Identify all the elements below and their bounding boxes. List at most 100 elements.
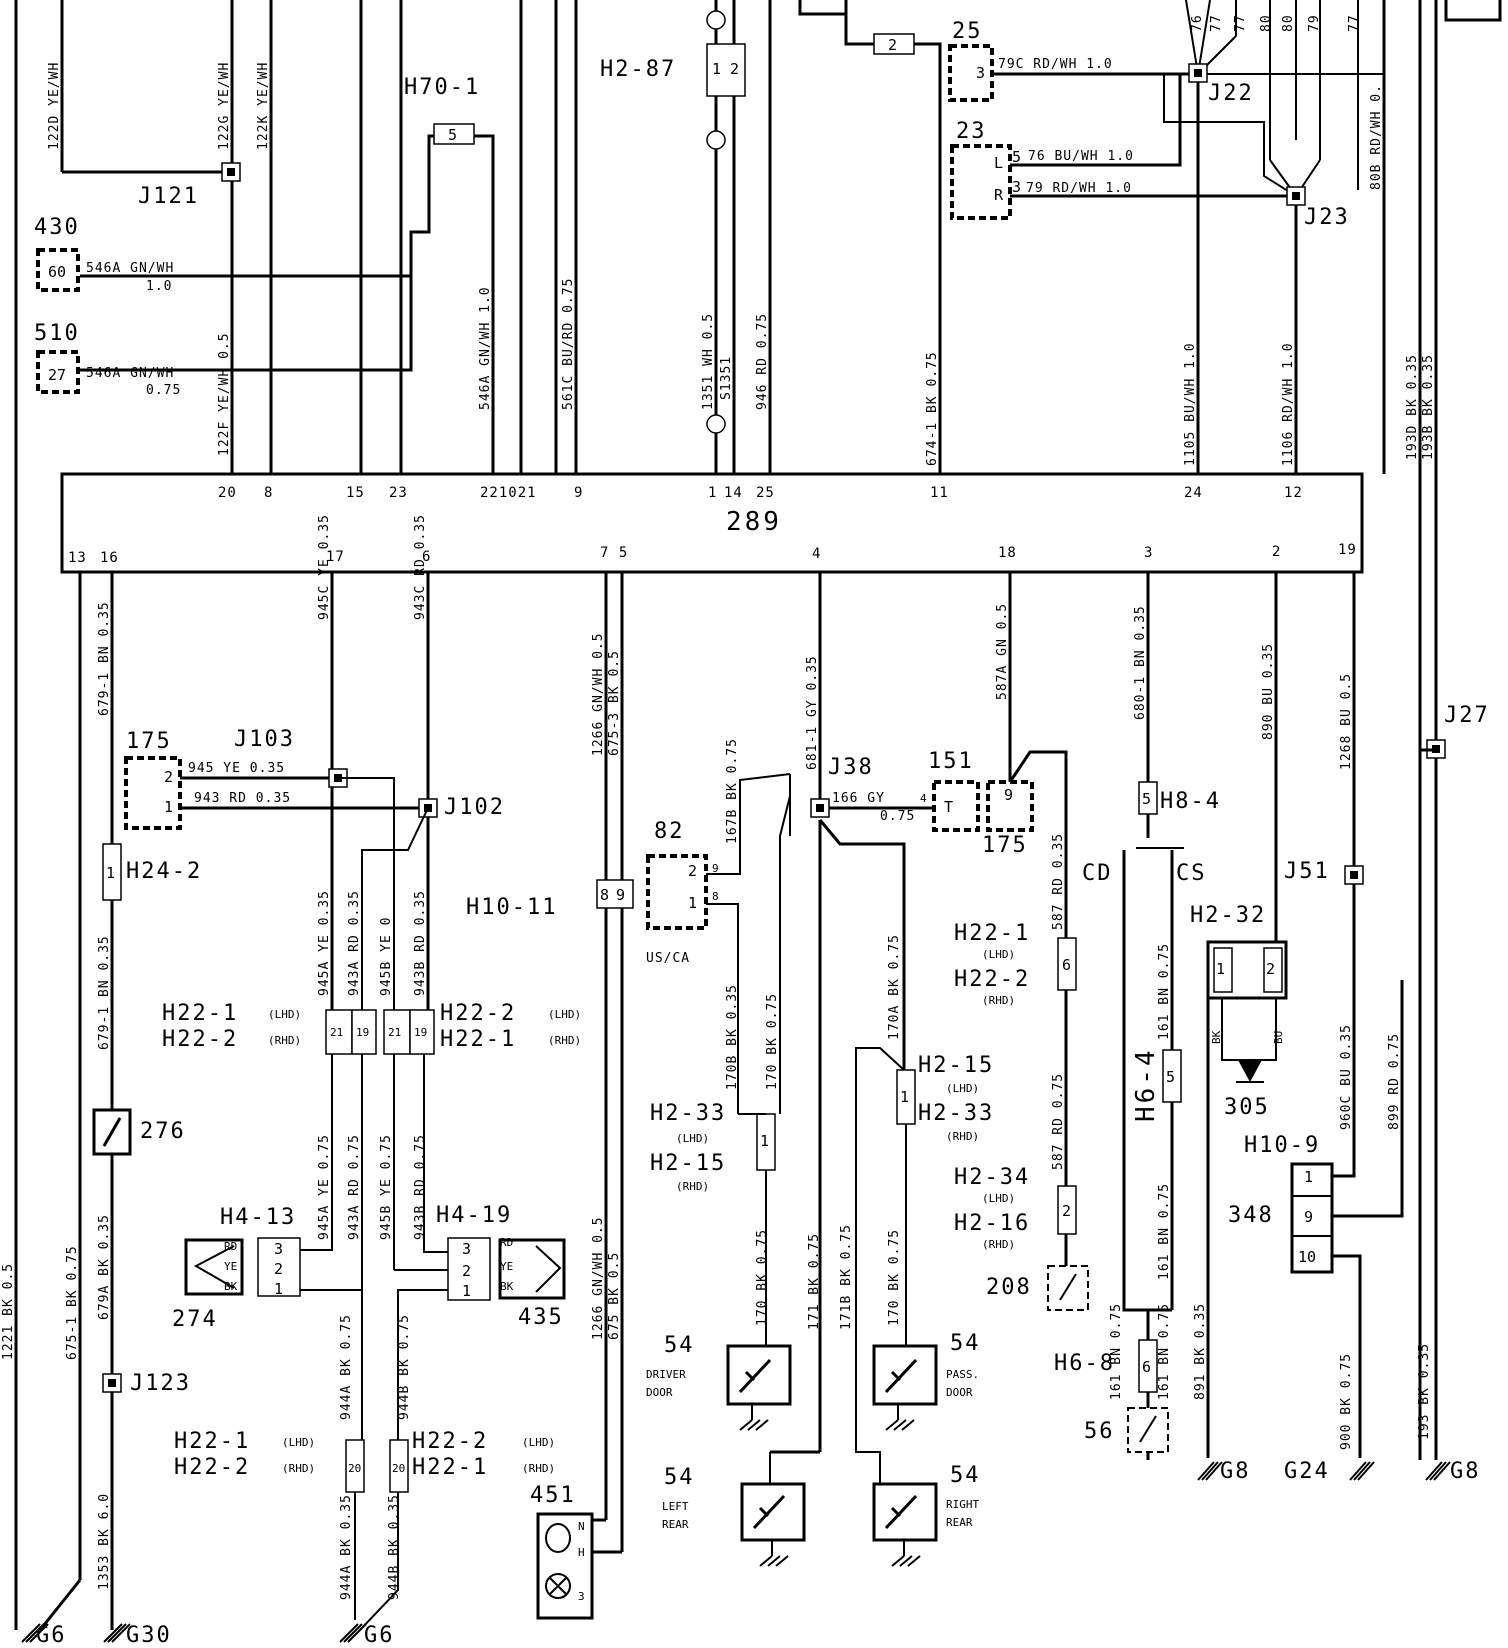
svg-text:170A BK 0.75: 170A BK 0.75	[887, 934, 902, 1040]
top-wires	[14, 0, 1438, 1620]
h22-1-right-label: H22-1	[954, 921, 1030, 946]
h10-9-label: H10-9	[1244, 1133, 1320, 1158]
component-151-label: 151	[928, 749, 974, 774]
svg-text:675-1 BK 0.75: 675-1 BK 0.75	[65, 1245, 80, 1360]
wire-546a-510	[80, 232, 413, 372]
svg-text:1: 1	[1216, 960, 1225, 978]
component-435	[498, 1238, 566, 1300]
svg-text:H: H	[578, 1546, 585, 1559]
ground-g6-mid: G6	[364, 1623, 395, 1648]
component-175-right-label: 175	[982, 833, 1028, 858]
svg-text:1106 RD/WH 1.0: 1106 RD/WH 1.0	[1281, 342, 1296, 466]
svg-text:9: 9	[712, 862, 719, 875]
svg-text:944A BK 0.35: 944A BK 0.35	[339, 1494, 354, 1600]
svg-text:891 BK 0.35: 891 BK 0.35	[1193, 1303, 1208, 1400]
h4-13-connector	[257, 1237, 301, 1297]
h24-2-label: H24-2	[126, 859, 202, 884]
h8-4-label: H8-4	[1160, 789, 1221, 814]
ground-g24: G24	[1284, 1459, 1330, 1484]
h2-15-right-label: H2-15	[918, 1053, 994, 1078]
svg-text:(LHD): (LHD)	[982, 1192, 1015, 1205]
h22-2-lower-label: H22-2	[174, 1455, 250, 1480]
wire-546a-430-label: 546A GN/WH	[86, 261, 174, 276]
component-54-right-label: 54	[950, 1463, 981, 1488]
module-bottom-pins: 13 16 17 6 7 5 4 18 3 2 19	[68, 542, 1357, 566]
door-switches: 54 DRIVER DOOR 54 PASS. DOOR 54 LEFT REA…	[646, 1331, 981, 1567]
svg-text:(RHD): (RHD)	[982, 1238, 1015, 1251]
component-208	[1047, 1265, 1089, 1311]
svg-text:167B BK 0.75: 167B BK 0.75	[725, 738, 740, 844]
pin-4: 4	[812, 546, 821, 562]
component-348-label: 348	[1228, 1203, 1274, 1228]
svg-text:RD: RD	[500, 1236, 513, 1249]
svg-text:1: 1	[900, 1088, 909, 1106]
h10-11-label: H10-11	[466, 895, 557, 920]
component-430-label: 430	[34, 215, 80, 240]
component-82	[646, 854, 708, 930]
component-25-label: 25	[952, 19, 983, 44]
wire-546a-430	[80, 134, 441, 278]
svg-text:2: 2	[164, 768, 173, 786]
svg-text:675-3 BK 0.5: 675-3 BK 0.5	[607, 650, 622, 756]
h22-2-right-label: H22-2	[954, 967, 1030, 992]
svg-text:R: R	[994, 186, 1004, 204]
wire-79-label: 79 RD/WH 1.0	[1026, 181, 1132, 196]
svg-text:900 BK 0.75: 900 BK 0.75	[1339, 1353, 1354, 1450]
component-54-pass-label: 54	[950, 1331, 981, 1356]
us-ca-label: US/CA	[646, 951, 690, 966]
component-276	[92, 1108, 132, 1156]
cd-label: CD	[1082, 861, 1113, 886]
svg-text:(RHD): (RHD)	[522, 1462, 555, 1475]
svg-text:6: 6	[1142, 1358, 1151, 1376]
svg-text:161 BN 0.75: 161 BN 0.75	[1157, 1303, 1172, 1400]
svg-text:S1351: S1351	[719, 356, 734, 400]
h22-1-lower-label: H22-1	[174, 1429, 250, 1454]
pin-15: 15	[346, 485, 365, 501]
svg-text:N: N	[578, 1520, 585, 1533]
h6-8-connector	[1138, 1339, 1158, 1393]
h2-87-terminal-mid	[706, 130, 726, 150]
svg-text:1268 BU 0.5: 1268 BU 0.5	[1339, 673, 1354, 770]
component-175-right	[986, 780, 1034, 832]
j27-label: J27	[1444, 703, 1490, 728]
svg-text:(LHD): (LHD)	[676, 1132, 709, 1145]
svg-text:REAR: REAR	[662, 1518, 689, 1531]
svg-text:943A RD 0.35: 943A RD 0.35	[347, 890, 362, 996]
j51-label: J51	[1284, 859, 1330, 884]
j121-label: J121	[138, 184, 199, 209]
svg-text:1221 BK 0.5: 1221 BK 0.5	[1, 1263, 16, 1360]
svg-text:1: 1	[712, 60, 721, 78]
svg-text:122G YE/WH: 122G YE/WH	[217, 62, 232, 150]
h70-1-connector	[433, 123, 475, 145]
pin-19: 19	[1338, 542, 1357, 558]
svg-text:2: 2	[688, 862, 697, 880]
h2-15-label: H2-15	[650, 1151, 726, 1176]
svg-text:REAR: REAR	[946, 1516, 973, 1529]
svg-text:6: 6	[1062, 956, 1071, 974]
h2-87-terminal-top	[706, 10, 726, 30]
svg-text:674-1 BK 0.75: 674-1 BK 0.75	[925, 351, 940, 466]
svg-text:2: 2	[462, 1262, 471, 1280]
pin-25: 25	[756, 485, 775, 501]
svg-text:L: L	[994, 154, 1003, 172]
j23-label: J23	[1304, 205, 1350, 230]
pin-6: 6	[422, 549, 431, 565]
pin-11: 11	[930, 485, 949, 501]
component-274-label: 274	[172, 1307, 218, 1332]
svg-text:2: 2	[274, 1260, 283, 1278]
grounds-right: G8 G24 G8	[1197, 1459, 1479, 1484]
h22-21-connector-a	[325, 1009, 353, 1055]
h22-1-lower-right-label: H22-1	[412, 1455, 488, 1480]
svg-text:193 BK 0.35: 193 BK 0.35	[1417, 1343, 1432, 1440]
s1351-terminal	[706, 414, 726, 434]
svg-text:80: 80	[1259, 14, 1274, 32]
pin-16: 16	[100, 550, 119, 566]
pin-75: 7 5	[600, 545, 628, 561]
svg-text:944B BK 0.75: 944B BK 0.75	[397, 1314, 412, 1420]
cs-label: CS	[1176, 861, 1207, 886]
component-54-driver-label: 54	[664, 1333, 695, 1358]
wire-945-label: 945 YE 0.35	[188, 761, 285, 776]
svg-text:19: 19	[356, 1026, 369, 1039]
svg-text:679A BK 0.35: 679A BK 0.35	[97, 1214, 112, 1320]
svg-text:10: 10	[1298, 1248, 1316, 1266]
